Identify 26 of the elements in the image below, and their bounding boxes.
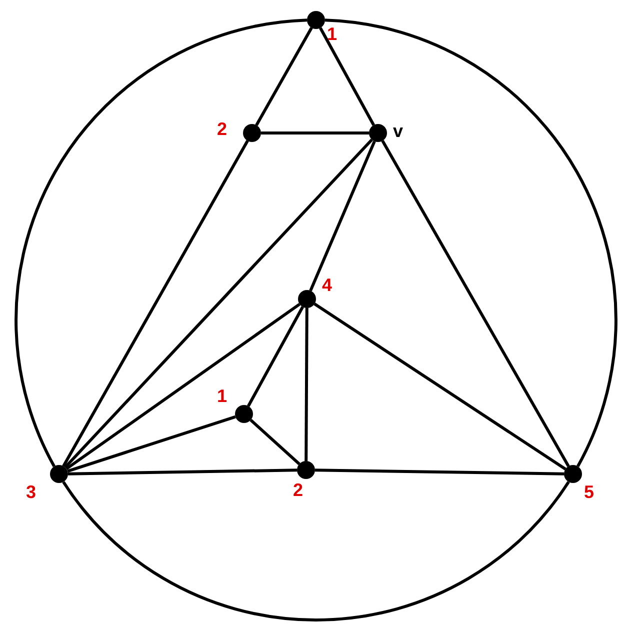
edge-line bbox=[318, 27, 376, 126]
edge-line bbox=[68, 468, 298, 476]
vertex-label: 3 bbox=[26, 483, 36, 501]
arc-line bbox=[324, 18, 618, 468]
vertex-label: 1 bbox=[217, 387, 228, 405]
vertex-label: 4 bbox=[322, 276, 332, 294]
edge-line bbox=[67, 415, 236, 473]
vertex-label: v bbox=[393, 122, 404, 140]
edge-line bbox=[64, 138, 373, 468]
edge-line bbox=[246, 306, 304, 407]
vertex-label: 2 bbox=[217, 120, 228, 138]
edge-line bbox=[314, 468, 564, 476]
edge-line bbox=[304, 308, 308, 461]
edge-line bbox=[66, 302, 300, 470]
edge-line bbox=[381, 140, 570, 467]
edge-line bbox=[261, 132, 369, 134]
edge-line bbox=[62, 140, 249, 467]
vertex-label: 2 bbox=[293, 481, 304, 499]
edge-line bbox=[314, 302, 566, 470]
edge-line bbox=[309, 140, 376, 292]
vertex-label: 1 bbox=[327, 25, 338, 43]
edge-line bbox=[250, 418, 300, 466]
arc-line bbox=[14, 18, 308, 468]
edge-line bbox=[255, 27, 313, 126]
arc-line bbox=[62, 481, 570, 622]
vertex-label: 5 bbox=[584, 483, 594, 501]
